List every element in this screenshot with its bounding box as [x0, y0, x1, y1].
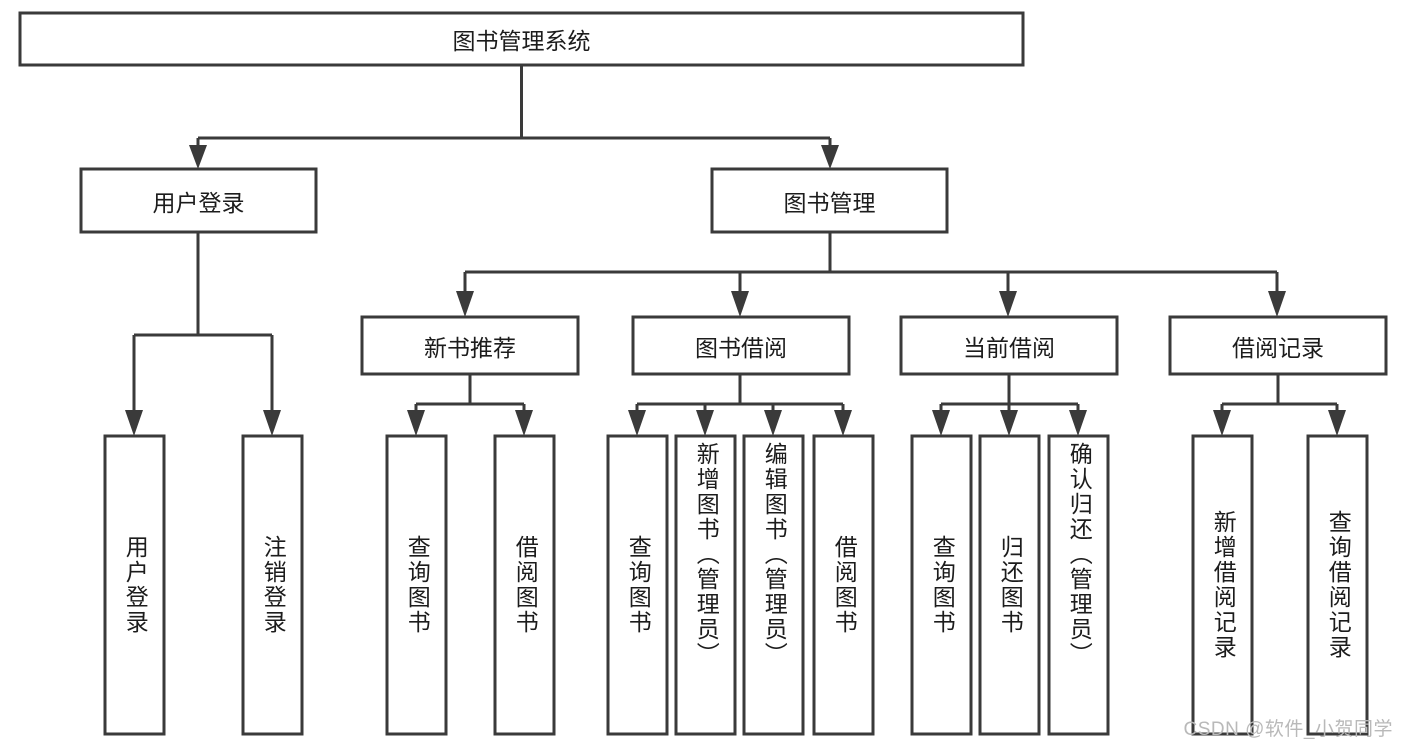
arrow-head-leaf-return-book [1000, 410, 1018, 436]
node-leaf-edit-book[interactable] [742, 434, 805, 736]
node-borrow-record[interactable] [1168, 315, 1388, 376]
node-leaf-add-book[interactable] [674, 434, 737, 736]
node-new-book-recommend[interactable] [360, 315, 580, 376]
node-book-borrow[interactable] [631, 315, 851, 376]
arrow-head-leaf-edit-book [764, 410, 782, 436]
arrow-head-bookmanage [821, 145, 839, 169]
arrow-head-bookborrow [731, 291, 749, 317]
arrow-head-leaf-query-book-2 [628, 410, 646, 436]
arrow-head-currentborrow [999, 291, 1017, 317]
node-leaf-query-book-2[interactable] [606, 434, 669, 736]
arrow-head-leaf-add-record [1213, 410, 1231, 436]
node-leaf-query-record[interactable] [1306, 434, 1369, 736]
node-leaf-borrow-book-2[interactable] [812, 434, 875, 736]
arrow-head-leaf-user-login [125, 410, 143, 436]
node-leaf-user-login[interactable] [103, 434, 166, 736]
node-user-login[interactable] [79, 167, 318, 234]
node-root[interactable] [18, 11, 1025, 67]
node-leaf-borrow-book-1[interactable] [493, 434, 556, 736]
node-book-manage[interactable] [710, 167, 949, 234]
arrow-head-leaf-borrow-book-2 [834, 410, 852, 436]
arrow-head-leaf-query-record [1328, 410, 1346, 436]
edges-group [125, 65, 1346, 436]
node-leaf-query-book-1[interactable] [385, 434, 448, 736]
nodes-group [18, 11, 1388, 736]
node-leaf-confirm-return[interactable] [1047, 434, 1110, 736]
node-leaf-logout-login[interactable] [241, 434, 304, 736]
arrow-head-newbook [456, 291, 474, 317]
arrow-head-leaf-borrow-book-1 [515, 410, 533, 436]
node-current-borrow[interactable] [899, 315, 1119, 376]
arrow-head-leaf-confirm-return [1069, 410, 1087, 436]
arrow-head-leaf-logout-login [263, 410, 281, 436]
node-leaf-query-book-3[interactable] [910, 434, 973, 736]
arrow-head-leaf-add-book [696, 410, 714, 436]
arrow-head-borrowrecord [1268, 291, 1286, 317]
arrow-head-userlogin [189, 145, 207, 169]
node-leaf-return-book[interactable] [978, 434, 1041, 736]
arrow-head-leaf-query-book-3 [932, 410, 950, 436]
arrow-head-leaf-query-book-1 [407, 410, 425, 436]
node-leaf-add-record[interactable] [1191, 434, 1254, 736]
